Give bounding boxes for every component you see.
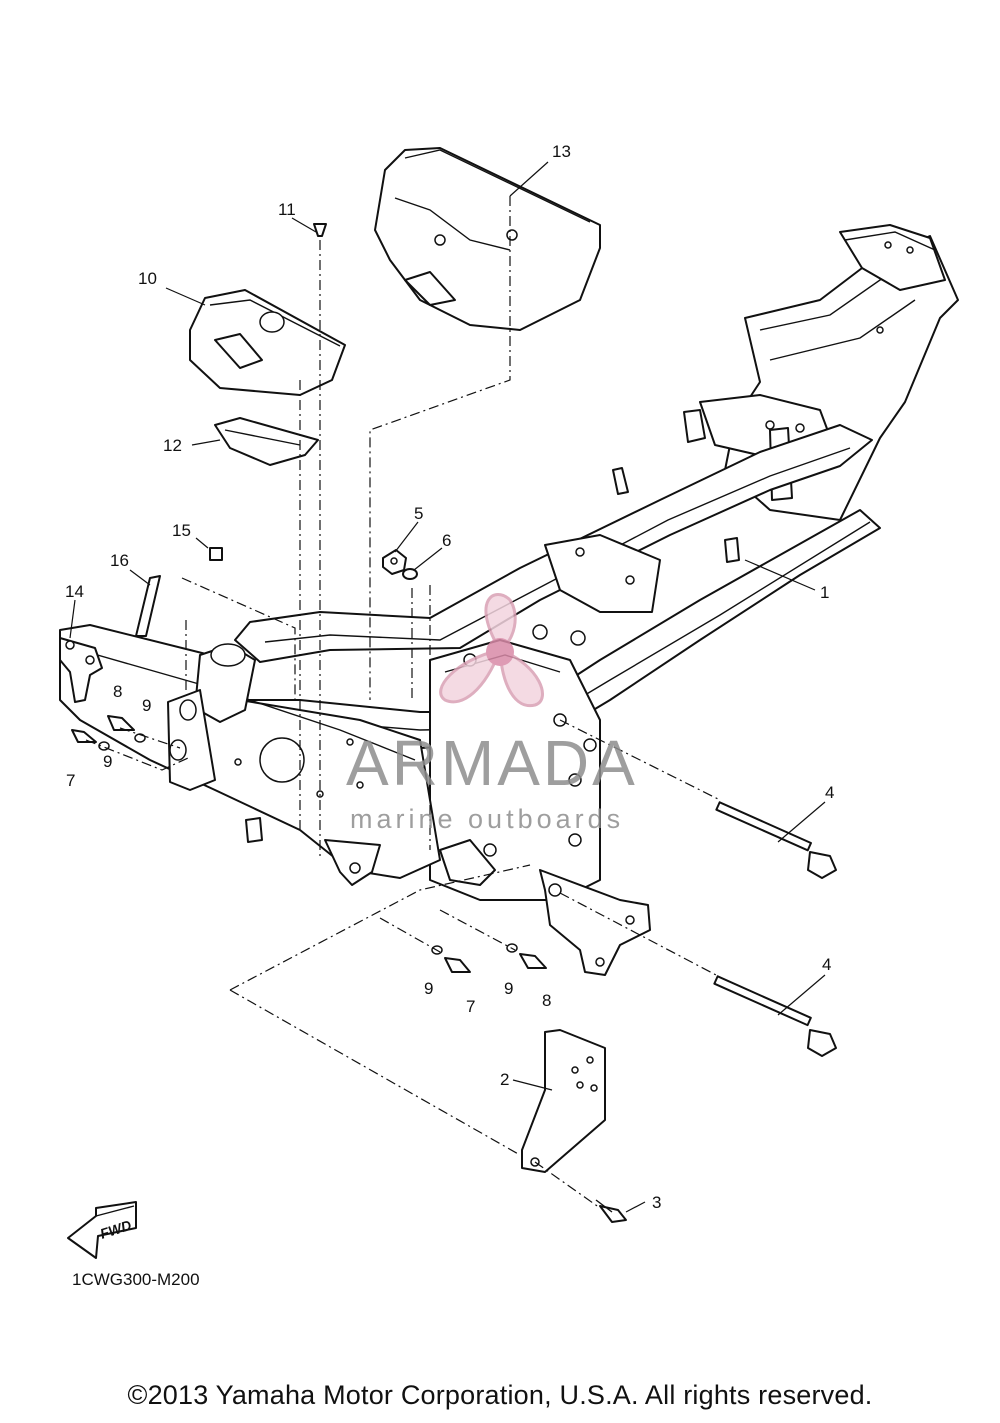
callout-numbers: 1 2 3 4 4 5 6 7 7 8 8 9 9 9 9 10 11 12 1… [65, 142, 834, 1212]
callout-7a: 7 [66, 771, 75, 790]
callout-9a: 9 [142, 696, 151, 715]
watermark-logo: ARMADA marine outboards [346, 593, 638, 834]
fwd-arrow-icon: FWD [67, 1201, 137, 1259]
callout-3: 3 [652, 1193, 661, 1212]
watermark-tagline: marine outboards [350, 804, 624, 834]
copyright-notice: ©2013 Yamaha Motor Corporation, U.S.A. A… [127, 1380, 873, 1410]
callout-5: 5 [414, 504, 423, 523]
part-12-bracket [214, 417, 319, 466]
callout-4a: 4 [825, 783, 834, 802]
callout-10: 10 [138, 269, 157, 288]
callout-14: 14 [65, 582, 84, 601]
callout-6: 6 [442, 531, 451, 550]
callout-2: 2 [500, 1070, 509, 1089]
callout-16: 16 [110, 551, 129, 570]
callout-7b: 7 [466, 997, 475, 1016]
callout-9d: 9 [504, 979, 513, 998]
diagram-code: 1CWG300-M200 [72, 1270, 200, 1289]
callout-12: 12 [163, 436, 182, 455]
callout-15: 15 [172, 521, 191, 540]
watermark-brand: ARMADA [346, 727, 638, 799]
callout-13: 13 [552, 142, 571, 161]
frame-assembly [59, 224, 959, 976]
callout-8a: 8 [113, 682, 122, 701]
part-13-cover [374, 147, 601, 331]
callout-9c: 9 [424, 979, 433, 998]
assembly-guide-lines [85, 196, 721, 1209]
callout-1: 1 [820, 583, 829, 602]
part-10-cover [189, 289, 346, 396]
fasteners [71, 223, 837, 1223]
callout-leaders [69, 161, 826, 1213]
callout-11: 11 [278, 200, 296, 219]
part-2-plate [521, 1029, 606, 1173]
part-14-bracket [59, 637, 103, 703]
callout-9b: 9 [103, 752, 112, 771]
callout-4b: 4 [822, 955, 831, 974]
callout-8b: 8 [542, 991, 551, 1010]
part-16-strip [135, 575, 161, 637]
